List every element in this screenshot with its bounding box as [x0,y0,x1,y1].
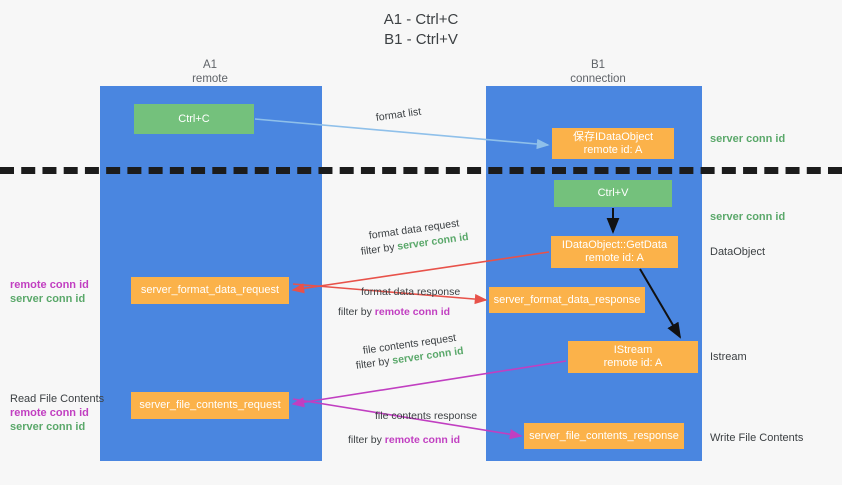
edge-label-format-list: format list [375,105,422,125]
left-note-server-conn-id-2: server conn id [10,421,86,433]
side-note-write-file-contents: Write File Contents [710,432,804,444]
node-server-file-contents-request[interactable]: server_file_contents_request [131,392,289,419]
node-istream[interactable]: IStream remote id: A [568,341,698,373]
left-note-read-file-contents: Read File Contents [10,393,105,405]
edge-label-format-data-response-text: format data response [361,286,461,298]
edge-filter-file-contents-response: filter by remote conn id [348,433,460,447]
page-title: A1 - Ctrl+C B1 - Ctrl+V [0,10,842,50]
left-note-server-conn-id-1: server conn id [10,293,86,305]
node-idataobject-getdata[interactable]: IDataObject::GetData remote id: A [551,236,678,268]
side-note-istream: Istream [710,351,747,363]
node-ctrl-c-label: Ctrl+C [178,112,210,125]
lane-a1-name: A1 [202,59,218,71]
node-ctrl-c[interactable]: Ctrl+C [134,104,254,134]
filter-value-remote-conn-id: remote conn id [384,434,461,446]
left-note-remote-conn-id-1: remote conn id [10,279,89,291]
node-server-file-contents-response-label: server_file_contents_response [529,429,679,442]
filter-prefix: filter by [338,306,375,318]
node-server-file-contents-response[interactable]: server_file_contents_response [524,423,684,449]
filter-value-remote-conn-id: remote conn id [374,306,451,318]
title-line-1: A1 - Ctrl+C [383,11,459,28]
node-server-format-data-response-label: server_format_data_response [493,293,641,306]
title-line-2: B1 - Ctrl+V [384,31,458,48]
filter-prefix: filter by [360,240,399,258]
node-getdata-line2: remote id: A [585,252,644,264]
node-getdata-line1: IDataObject::GetData [561,239,668,251]
node-ctrl-v[interactable]: Ctrl+V [554,180,672,207]
lane-b1-sub: connection [570,73,626,85]
edge-label-file-contents-response: file contents response [375,409,477,423]
left-note-group-2: Read File Contents remote conn id server… [10,392,104,434]
lane-header-a1: A1 remote [120,58,300,86]
node-server-format-data-request-label: server_format_data_request [140,284,280,296]
node-server-file-contents-request-label: server_file_contents_request [139,399,281,411]
node-idataobject-line1: 保存IDataObject [572,130,654,143]
node-ctrl-v-label: Ctrl+V [597,187,629,199]
side-note-server-conn-id-mid: server conn id [710,211,786,223]
node-server-format-data-response[interactable]: server_format_data_response [489,287,645,313]
lane-b1-name: B1 [590,59,606,71]
filter-prefix: filter by [355,354,394,372]
left-note-remote-conn-id-2: remote conn id [10,407,89,419]
edge-label-format-list-text: format list [375,105,422,124]
phase-divider [0,167,842,174]
node-istream-line1: IStream [613,344,653,356]
lane-header-b1: B1 connection [508,58,688,86]
edge-filter-format-data-response: filter by remote conn id [338,305,450,319]
node-istream-line2: remote id: A [603,357,663,369]
edge-label-format-data-response: format data response [361,285,460,299]
node-server-format-data-request[interactable]: server_format_data_request [131,277,289,304]
node-idataobject[interactable]: 保存IDataObject remote id: A [552,128,674,159]
left-note-group-1: remote conn id server conn id [10,278,89,306]
lane-a1-sub: remote [192,73,228,85]
side-note-server-conn-id-top: server conn id [710,133,786,145]
edge-label-file-contents-response-text: file contents response [375,410,478,422]
filter-prefix: filter by [348,434,385,446]
side-note-dataobject: DataObject [710,246,766,258]
node-idataobject-line2: remote id: A [583,143,643,156]
